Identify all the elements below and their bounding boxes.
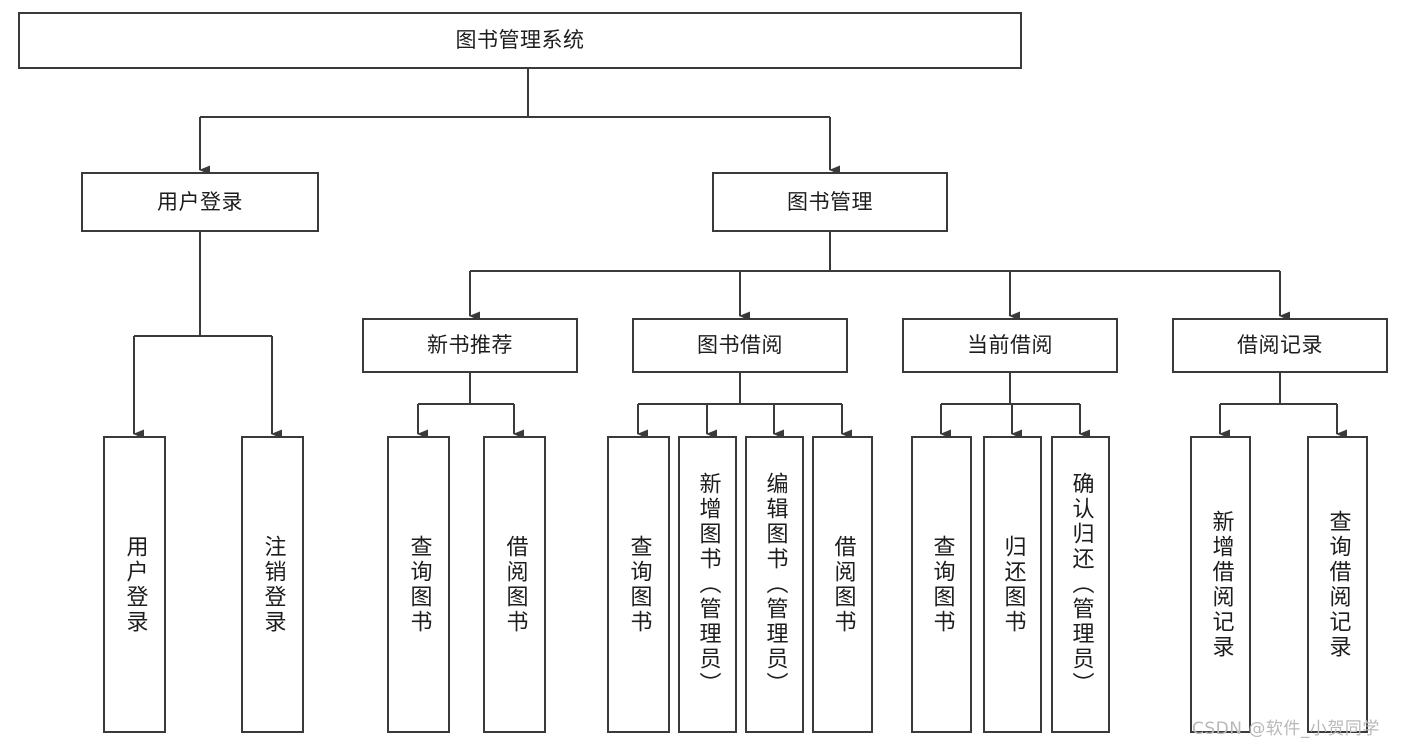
node-label: 归还图书: [1000, 534, 1026, 635]
node-label: 借阅记录: [1237, 333, 1323, 358]
node-label: 查询借阅记录: [1325, 509, 1351, 660]
node-label: 用户登录: [157, 189, 243, 214]
leaf-node-leaf-user-login[interactable]: 用户登录: [103, 436, 166, 733]
level1-node-book-manage[interactable]: 图书管理: [712, 172, 948, 232]
level1-node-user-login[interactable]: 用户登录: [81, 172, 319, 232]
node-label: 查询图书: [626, 534, 652, 635]
leaf-node-leaf-borrow-book-rec[interactable]: 借阅图书: [483, 436, 546, 733]
leaf-node-leaf-query-book-current[interactable]: 查询图书: [911, 436, 972, 733]
leaf-node-leaf-return-book[interactable]: 归还图书: [983, 436, 1042, 733]
level2-node-current-borrow[interactable]: 当前借阅: [902, 318, 1118, 373]
node-label: 图书管理系统: [455, 28, 585, 53]
leaf-node-leaf-edit-book[interactable]: 编辑图书（管理员）: [745, 436, 804, 733]
node-label: 新增借阅记录: [1208, 509, 1234, 660]
node-label: 图书借阅: [697, 333, 783, 358]
node-label: 图书管理: [787, 189, 873, 214]
leaf-node-leaf-add-record[interactable]: 新增借阅记录: [1190, 436, 1251, 733]
level2-node-book-borrow[interactable]: 图书借阅: [632, 318, 848, 373]
leaf-node-leaf-borrow-book[interactable]: 借阅图书: [812, 436, 873, 733]
leaf-node-leaf-confirm-return[interactable]: 确认归还（管理员）: [1051, 436, 1110, 733]
leaf-node-leaf-query-book-rec[interactable]: 查询图书: [387, 436, 450, 733]
node-label: 确认归还（管理员）: [1068, 472, 1094, 697]
node-label: 编辑图书（管理员）: [762, 472, 788, 697]
node-label: 查询图书: [929, 534, 955, 635]
node-label: 当前借阅: [967, 333, 1053, 358]
node-label: 新增图书（管理员）: [695, 472, 721, 697]
level2-node-new-book-recommend[interactable]: 新书推荐: [362, 318, 578, 373]
leaf-node-leaf-add-book[interactable]: 新增图书（管理员）: [678, 436, 737, 733]
node-label: 新书推荐: [427, 333, 513, 358]
node-label: 注销登录: [260, 534, 286, 635]
connector-group: [132, 69, 1347, 439]
node-label: 借阅图书: [830, 534, 856, 635]
leaf-node-leaf-logout[interactable]: 注销登录: [241, 436, 304, 733]
node-label: 用户登录: [122, 534, 148, 635]
leaf-node-leaf-query-book-borrow[interactable]: 查询图书: [607, 436, 670, 733]
node-label: 查询图书: [406, 534, 432, 635]
node-label: 借阅图书: [502, 534, 528, 635]
csdn-watermark: CSDN @软件_小贺同学: [1192, 719, 1380, 739]
root-node-root[interactable]: 图书管理系统: [18, 12, 1022, 69]
leaf-node-leaf-query-record[interactable]: 查询借阅记录: [1307, 436, 1368, 733]
level2-node-borrow-record[interactable]: 借阅记录: [1172, 318, 1388, 373]
